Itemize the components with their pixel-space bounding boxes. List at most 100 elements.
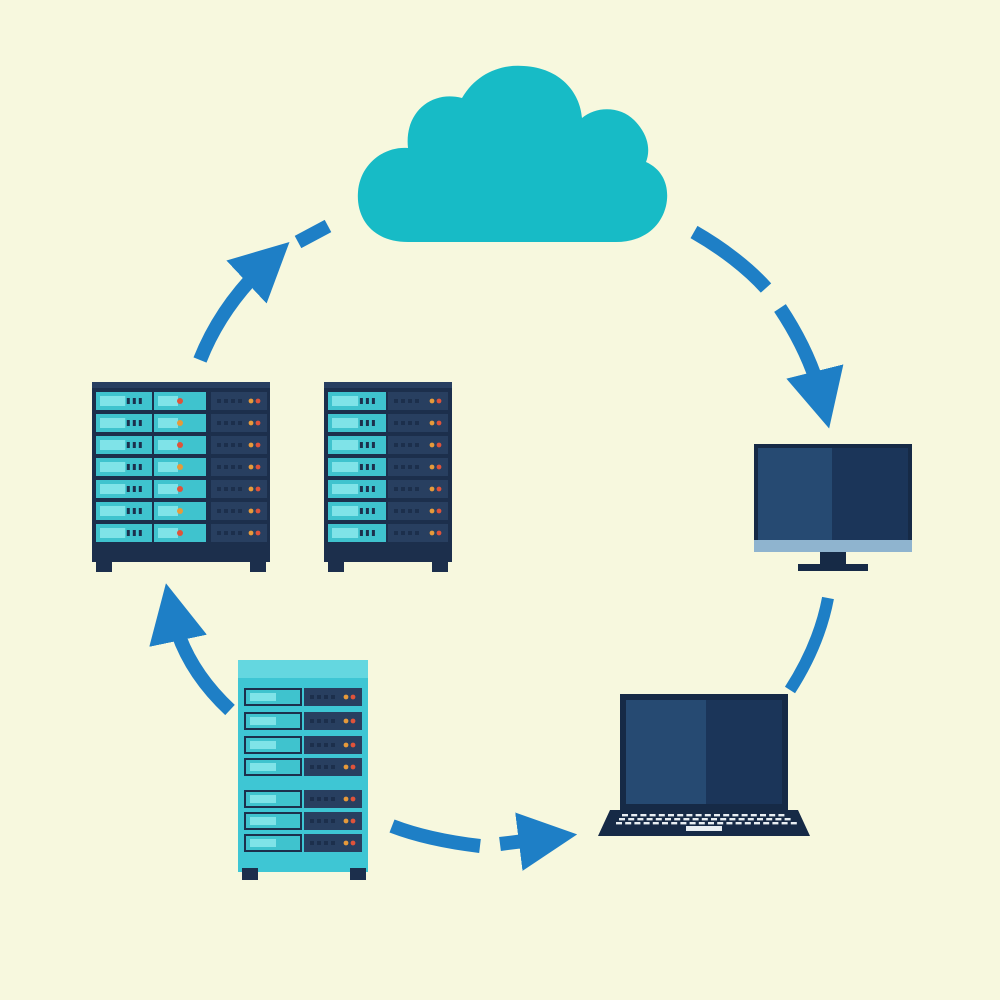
module-port [317, 765, 321, 769]
module-port [394, 531, 398, 535]
keyboard-key [790, 822, 797, 825]
keyboard-key [757, 818, 763, 821]
status-led-orange [429, 442, 435, 448]
module-port [217, 509, 221, 513]
module-port [238, 443, 242, 447]
dash-tower-to-laptop [389, 819, 481, 853]
keyboard-key [720, 818, 727, 821]
drive-vent [132, 420, 136, 426]
module-port [231, 443, 235, 447]
arrow-tower-to-laptop [499, 812, 578, 871]
module-port [331, 797, 335, 801]
module-port [408, 421, 412, 425]
module-port [217, 421, 221, 425]
keyboard-key [631, 814, 638, 817]
module-port [310, 743, 314, 747]
module-port [415, 465, 419, 469]
module-port [408, 443, 412, 447]
drive-vent [365, 420, 369, 426]
status-led-orange [248, 530, 254, 536]
module-port [231, 465, 235, 469]
keyboard-key [766, 818, 773, 821]
status-led-orange [343, 818, 349, 824]
status-led [177, 464, 183, 470]
module-port [331, 841, 335, 845]
status-led-orange [343, 764, 349, 770]
drive-vent [138, 530, 142, 536]
drive-vent [126, 530, 130, 536]
dash-rack-to-cloud [294, 219, 332, 249]
status-led-red [436, 464, 442, 470]
status-led [177, 508, 183, 514]
keyboard-key [655, 818, 662, 821]
module-port [401, 465, 405, 469]
module-port [310, 695, 314, 699]
keyboard-key [726, 822, 733, 825]
status-led-red [436, 508, 442, 514]
module-port [415, 421, 419, 425]
status-led-red [350, 818, 356, 824]
drive-label [332, 462, 359, 472]
keyboard-key [723, 814, 730, 817]
status-led-orange [343, 796, 349, 802]
drive-label [158, 440, 178, 450]
arrow-rack-to-cloud [193, 241, 290, 363]
keyboard-key [640, 814, 647, 817]
module-port [310, 797, 314, 801]
module-port [224, 421, 228, 425]
keyboard-key [695, 814, 702, 817]
module-port [224, 465, 228, 469]
status-led-red [436, 420, 442, 426]
module-port [408, 531, 412, 535]
drive-vent [132, 486, 136, 492]
keyboard-key [732, 814, 739, 817]
status-led [177, 442, 183, 448]
arrow-tower-to-rack [149, 583, 235, 716]
status-led-red [350, 718, 356, 724]
status-led-orange [429, 530, 435, 536]
module-port [224, 399, 228, 403]
drive-vent [359, 508, 363, 514]
keyboard-key [622, 814, 628, 817]
keyboard-key [738, 818, 745, 821]
drive-vent [365, 508, 369, 514]
status-led-red [436, 486, 442, 492]
module-port [317, 743, 321, 747]
status-led [177, 398, 183, 404]
keyboard-key [781, 822, 788, 825]
module-port [231, 487, 235, 491]
drive-label [250, 717, 276, 725]
module-port [324, 743, 328, 747]
module-port [238, 509, 242, 513]
drive-vent [371, 420, 375, 426]
module-port [317, 819, 321, 823]
module-port [401, 531, 405, 535]
keyboard-key [628, 818, 635, 821]
drive-label [100, 418, 126, 428]
drive-label [250, 795, 276, 803]
module-port [394, 399, 398, 403]
keyboard-key [662, 822, 668, 825]
module-port [394, 487, 398, 491]
status-led-red [436, 530, 442, 536]
keyboard-key [717, 822, 724, 825]
status-led-red [255, 530, 261, 536]
module-port [415, 509, 419, 513]
module-port [331, 743, 335, 747]
module-port [408, 487, 412, 491]
drive-label [100, 440, 126, 450]
keyboard-key [674, 818, 681, 821]
module-port [408, 399, 412, 403]
module-port [317, 841, 321, 845]
drive-vent [359, 420, 363, 426]
module-port [415, 487, 419, 491]
status-led-orange [343, 742, 349, 748]
module-port [238, 399, 242, 403]
drive-vent [371, 508, 375, 514]
drive-vent [359, 530, 363, 536]
module-port [231, 399, 235, 403]
status-led-orange [343, 840, 349, 846]
keyboard-key [708, 822, 714, 825]
keyboard-key [671, 822, 678, 825]
module-port [401, 509, 405, 513]
